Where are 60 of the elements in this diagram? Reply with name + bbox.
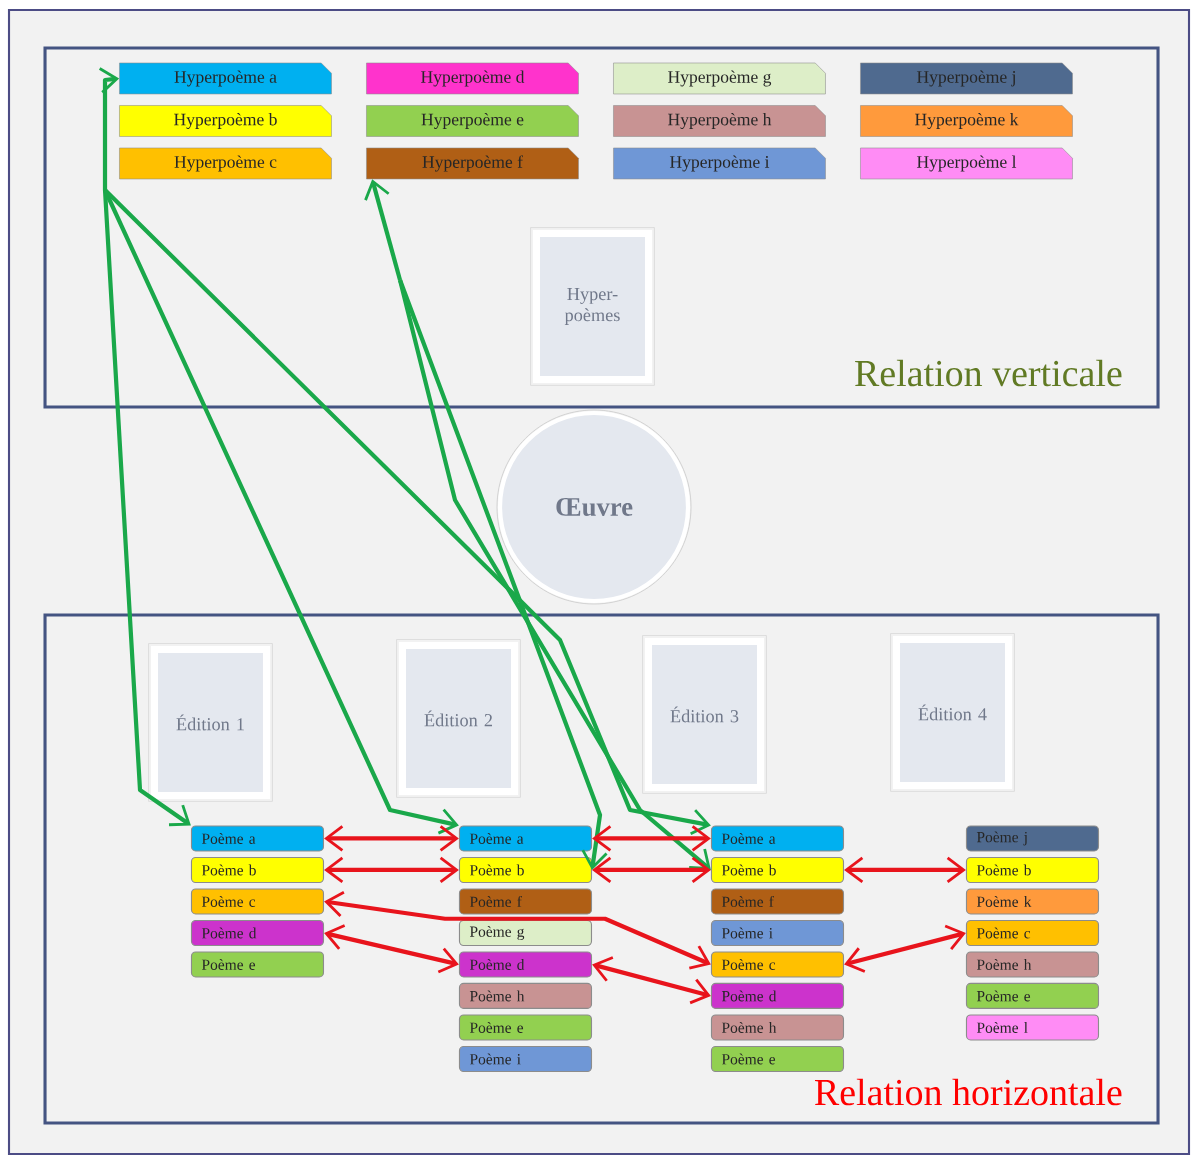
poem-box: Poème b <box>965 856 1100 884</box>
poem-box: Poème b <box>458 856 593 884</box>
poem-box: Poème c <box>965 919 1100 947</box>
poem-box: Poème h <box>710 1014 845 1041</box>
arrow <box>592 825 711 852</box>
poem-box: Poème a <box>458 825 593 852</box>
tag-box: Hyperpoème f <box>366 147 579 180</box>
tag-box: Hyperpoème h <box>613 105 826 137</box>
poem-box: Poème e <box>710 1045 845 1073</box>
tag-box: Hyperpoème a <box>119 62 332 95</box>
poem-box: Poème a <box>190 825 325 852</box>
poem-box: Poème e <box>190 951 325 978</box>
arrow <box>324 890 711 970</box>
tag-box: Hyperpoème k <box>860 105 1073 137</box>
poem-box: Poème j <box>965 825 1100 852</box>
tag-box: Hyperpoème b <box>119 105 332 137</box>
page-card: Édition 2 <box>396 639 521 798</box>
poem-box: Poème d <box>190 919 325 947</box>
poem-box: Poème l <box>965 1014 1100 1041</box>
poem-box: Poème b <box>190 856 325 884</box>
poem-box: Poème i <box>710 919 845 947</box>
tag-box: Hyperpoème j <box>860 62 1073 95</box>
tag-box: Hyperpoème d <box>366 62 579 95</box>
arrow <box>592 956 711 1005</box>
arrow <box>103 189 459 835</box>
poem-box: Poème g <box>458 919 593 947</box>
page-card: Hyper-poèmes <box>530 227 655 386</box>
tag-box: Hyperpoème l <box>860 147 1073 180</box>
tag-box: Hyperpoème g <box>613 62 826 95</box>
poem-box: Poème c <box>710 951 845 978</box>
poem-box: Poème k <box>965 888 1100 915</box>
poem-box: Poème f <box>710 888 845 915</box>
arrow <box>397 279 711 870</box>
poem-box: Poème e <box>458 1014 593 1041</box>
arrow <box>324 924 459 974</box>
arrow <box>844 856 966 884</box>
tag-box: Hyperpoème i <box>613 147 826 180</box>
poem-box: Poème h <box>965 951 1100 978</box>
arrow <box>102 189 191 827</box>
arrow <box>398 279 608 870</box>
arrow <box>324 825 459 852</box>
poem-box: Poème b <box>710 856 845 884</box>
page-card: Édition 4 <box>890 633 1015 792</box>
poem-box: Poème f <box>458 888 593 915</box>
poem-box: Poème d <box>458 951 593 978</box>
arrow <box>324 856 459 884</box>
arrow <box>592 856 711 884</box>
page-card: Édition 1 <box>148 643 273 802</box>
poem-box: Poème e <box>965 982 1100 1009</box>
arrow <box>364 179 403 281</box>
arrow <box>844 924 966 973</box>
poem-box: Poème d <box>710 982 845 1009</box>
poem-box: Poème h <box>458 982 593 1009</box>
page-card: Édition 3 <box>642 635 767 794</box>
tag-box: Hyperpoème e <box>366 105 579 137</box>
arrow <box>98 67 120 190</box>
tag-box: Hyperpoème c <box>119 147 332 180</box>
poem-box: Poème i <box>458 1045 593 1073</box>
poem-box: Poème c <box>190 888 325 915</box>
poem-box: Poème a <box>710 825 845 852</box>
